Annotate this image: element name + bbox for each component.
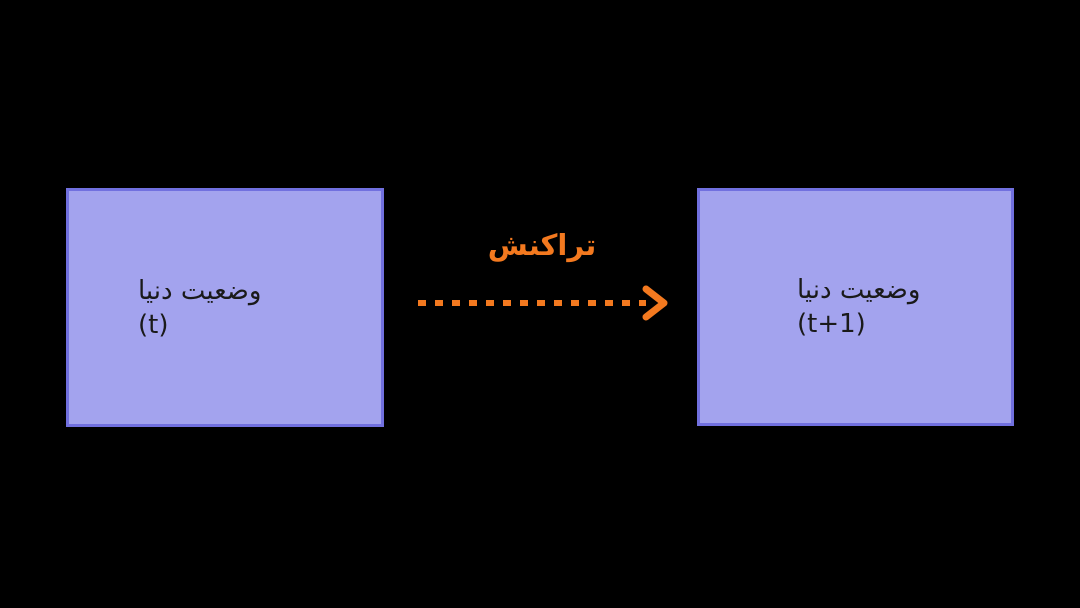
- arrowhead-icon: [642, 285, 668, 321]
- dashed-arrow: [418, 285, 668, 321]
- node-world-state-t-plus-1: وضعیت دنیا (t+1): [697, 188, 1014, 426]
- node-sublabel: (t+1): [797, 309, 866, 339]
- node-label: وضعیت دنیا: [797, 275, 921, 305]
- node-label: وضعیت دنیا: [138, 275, 262, 306]
- node-world-state-t-text: وضعیت دنیا (t): [138, 274, 261, 342]
- node-sublabel: (t): [138, 309, 169, 340]
- node-world-state-t-plus-1-text: وضعیت دنیا (t+1): [797, 273, 920, 341]
- node-world-state-t: وضعیت دنیا (t): [66, 188, 384, 427]
- edge-label-transaction: تراکنش: [487, 228, 597, 262]
